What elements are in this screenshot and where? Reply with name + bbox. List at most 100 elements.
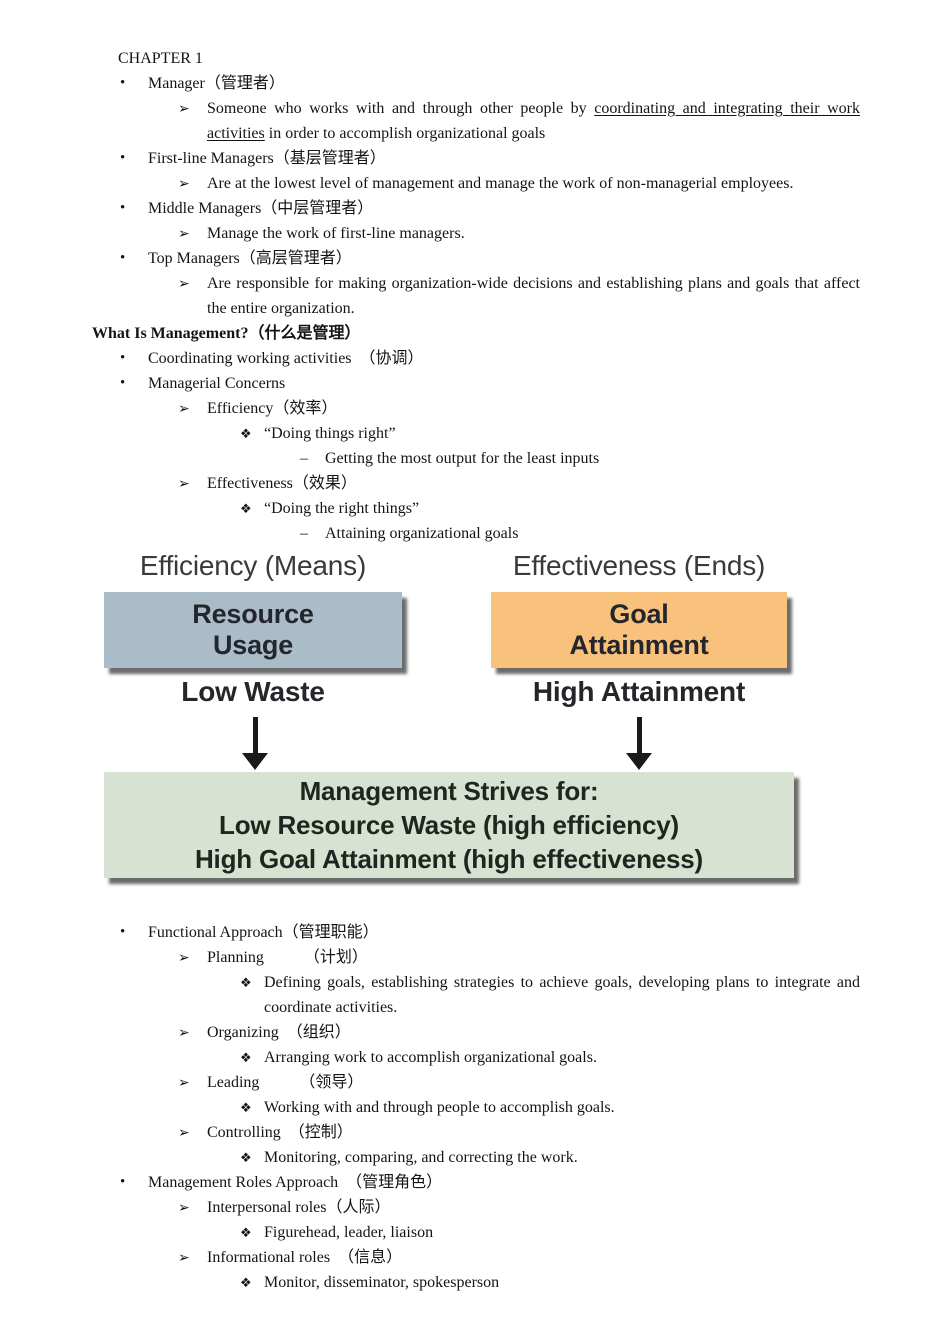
list-item-level-1: •Middle Managers（中层管理者） — [90, 196, 860, 221]
list-item-level-3: ❖Arranging work to accomplish organizati… — [90, 1045, 860, 1070]
bullet-dash-icon: – — [300, 446, 308, 471]
list-item-level-3: ❖Defining goals, establishing strategies… — [90, 970, 860, 1020]
list-item-text: Middle Managers（中层管理者） — [90, 196, 860, 221]
bullet-diamond-icon: ❖ — [240, 971, 252, 996]
list-item-level-4: –Attaining organizational goals — [90, 521, 860, 546]
list-item-level-1: •Coordinating working activities （协调） — [90, 346, 860, 371]
list-item-text: Figurehead, leader, liaison — [90, 1220, 860, 1245]
bullet-diamond-icon: ❖ — [240, 1146, 252, 1171]
bullet-arrow-icon: ➢ — [178, 272, 190, 297]
arrow-head — [242, 753, 268, 770]
list-item-level-1: •Functional Approach（管理职能） — [90, 920, 860, 945]
bullet-dot-icon: • — [120, 246, 125, 271]
list-item-level-2: ➢Are at the lowest level of management a… — [90, 171, 860, 196]
list-item-level-2: ➢Planning （计划） — [90, 945, 860, 970]
efficiency-effectiveness-diagram: Efficiency (Means) Effectiveness (Ends) … — [90, 554, 860, 884]
list-item-level-1: •Manager（管理者） — [90, 71, 860, 96]
list-item-text: Effectiveness（效果） — [90, 471, 860, 496]
arrow-head — [626, 753, 652, 770]
list-item-text: Interpersonal roles（人际） — [90, 1195, 860, 1220]
bullet-dot-icon: • — [120, 1170, 125, 1195]
list-item-level-2: ➢Leading （领导） — [90, 1070, 860, 1095]
list-item-level-3: ❖Figurehead, leader, liaison — [90, 1220, 860, 1245]
list-item-level-1: •Managerial Concerns — [90, 371, 860, 396]
notes-bottom-section: •Functional Approach（管理职能）➢Planning （计划）… — [90, 920, 860, 1295]
section-heading: What Is Management?（什么是管理） — [90, 321, 860, 346]
list-item-text: Coordinating working activities （协调） — [90, 346, 860, 371]
management-strives-box: Management Strives for: Low Resource Was… — [104, 772, 794, 878]
bullet-arrow-icon: ➢ — [178, 97, 190, 122]
list-item-text: Attaining organizational goals — [90, 521, 860, 546]
list-item-text: Arranging work to accomplish organizatio… — [90, 1045, 860, 1070]
list-item-level-2: ➢Efficiency（效率） — [90, 396, 860, 421]
bullet-arrow-icon: ➢ — [178, 946, 190, 971]
bullet-arrow-icon: ➢ — [178, 1246, 190, 1271]
list-item-text: Leading （领导） — [90, 1070, 860, 1095]
list-item-text: “Doing things right” — [90, 421, 860, 446]
list-item-text: Manager（管理者） — [90, 71, 860, 96]
resource-usage-box: Resource Usage — [104, 592, 402, 668]
goal-attainment-box: Goal Attainment — [491, 592, 787, 668]
strives-line3: High Goal Attainment (high effectiveness… — [104, 842, 794, 876]
high-attainment-label: High Attainment — [491, 676, 787, 708]
bullet-dot-icon: • — [120, 146, 125, 171]
list-item-text: CHAPTER 1 — [90, 46, 860, 71]
list-item-level-2: ➢Manage the work of first-line managers. — [90, 221, 860, 246]
bullet-dot-icon: • — [120, 371, 125, 396]
list-item-text: Organizing （组织） — [90, 1020, 860, 1045]
list-item-level-1: •First-line Managers（基层管理者） — [90, 146, 860, 171]
chapter-title: CHAPTER 1 — [90, 46, 860, 71]
list-item-text: Defining goals, establishing strategies … — [90, 970, 860, 1020]
list-item-level-3: ❖“Doing things right” — [90, 421, 860, 446]
document-page: CHAPTER 1•Manager（管理者）➢Someone who works… — [0, 0, 950, 1295]
list-item-text: Management Roles Approach （管理角色） — [90, 1170, 860, 1195]
strives-line2: Low Resource Waste (high efficiency) — [104, 808, 794, 842]
list-item-text: Top Managers（高层管理者） — [90, 246, 860, 271]
bullet-dot-icon: • — [120, 346, 125, 371]
bullet-dot-icon: • — [120, 920, 125, 945]
bullet-diamond-icon: ❖ — [240, 497, 252, 522]
list-item-text: Monitor, disseminator, spokesperson — [90, 1270, 860, 1295]
list-item-text: Controlling （控制） — [90, 1120, 860, 1145]
list-item-level-3: ❖“Doing the right things” — [90, 496, 860, 521]
bullet-diamond-icon: ❖ — [240, 1096, 252, 1121]
efficiency-heading: Efficiency (Means) — [104, 550, 402, 582]
bullet-diamond-icon: ❖ — [240, 1271, 252, 1296]
list-item-level-2: ➢Someone who works with and through othe… — [90, 96, 860, 146]
strives-line1: Management Strives for: — [104, 774, 794, 808]
list-item-text: Getting the most output for the least in… — [90, 446, 860, 471]
effectiveness-heading: Effectiveness (Ends) — [491, 550, 787, 582]
notes-top-section: CHAPTER 1•Manager（管理者）➢Someone who works… — [90, 46, 860, 546]
list-item-level-2: ➢Are responsible for making organization… — [90, 271, 860, 321]
arrow-stem — [253, 717, 258, 755]
arrow-stem — [637, 717, 642, 755]
bullet-arrow-icon: ➢ — [178, 1021, 190, 1046]
list-item-level-3: ❖Working with and through people to acco… — [90, 1095, 860, 1120]
list-item-level-3: ❖Monitoring, comparing, and correcting t… — [90, 1145, 860, 1170]
list-item-text: Are responsible for making organization-… — [90, 271, 860, 321]
list-item-text: Manage the work of first-line managers. — [90, 221, 860, 246]
list-item-text: “Doing the right things” — [90, 496, 860, 521]
list-item-text: Monitoring, comparing, and correcting th… — [90, 1145, 860, 1170]
list-item-level-2: ➢Informational roles （信息） — [90, 1245, 860, 1270]
list-item-level-4: –Getting the most output for the least i… — [90, 446, 860, 471]
bullet-arrow-icon: ➢ — [178, 172, 190, 197]
bullet-arrow-icon: ➢ — [178, 1196, 190, 1221]
bullet-arrow-icon: ➢ — [178, 397, 190, 422]
list-item-level-1: •Top Managers（高层管理者） — [90, 246, 860, 271]
underlined-text: coordinating and integrating their work … — [207, 100, 860, 142]
list-item-text: Someone who works with and through other… — [90, 96, 860, 146]
list-item-level-2: ➢Organizing （组织） — [90, 1020, 860, 1045]
list-item-level-2: ➢Interpersonal roles（人际） — [90, 1195, 860, 1220]
list-item-level-2: ➢Effectiveness（效果） — [90, 471, 860, 496]
list-item-text: Are at the lowest level of management an… — [90, 171, 860, 196]
bullet-diamond-icon: ❖ — [240, 422, 252, 447]
bullet-dot-icon: • — [120, 196, 125, 221]
list-item-level-3: ❖Monitor, disseminator, spokesperson — [90, 1270, 860, 1295]
list-item-text: Efficiency（效率） — [90, 396, 860, 421]
list-item-level-1: •Management Roles Approach （管理角色） — [90, 1170, 860, 1195]
low-waste-label: Low Waste — [104, 676, 402, 708]
list-item-text: First-line Managers（基层管理者） — [90, 146, 860, 171]
bullet-dot-icon: • — [120, 71, 125, 96]
list-item-text: Functional Approach（管理职能） — [90, 920, 860, 945]
